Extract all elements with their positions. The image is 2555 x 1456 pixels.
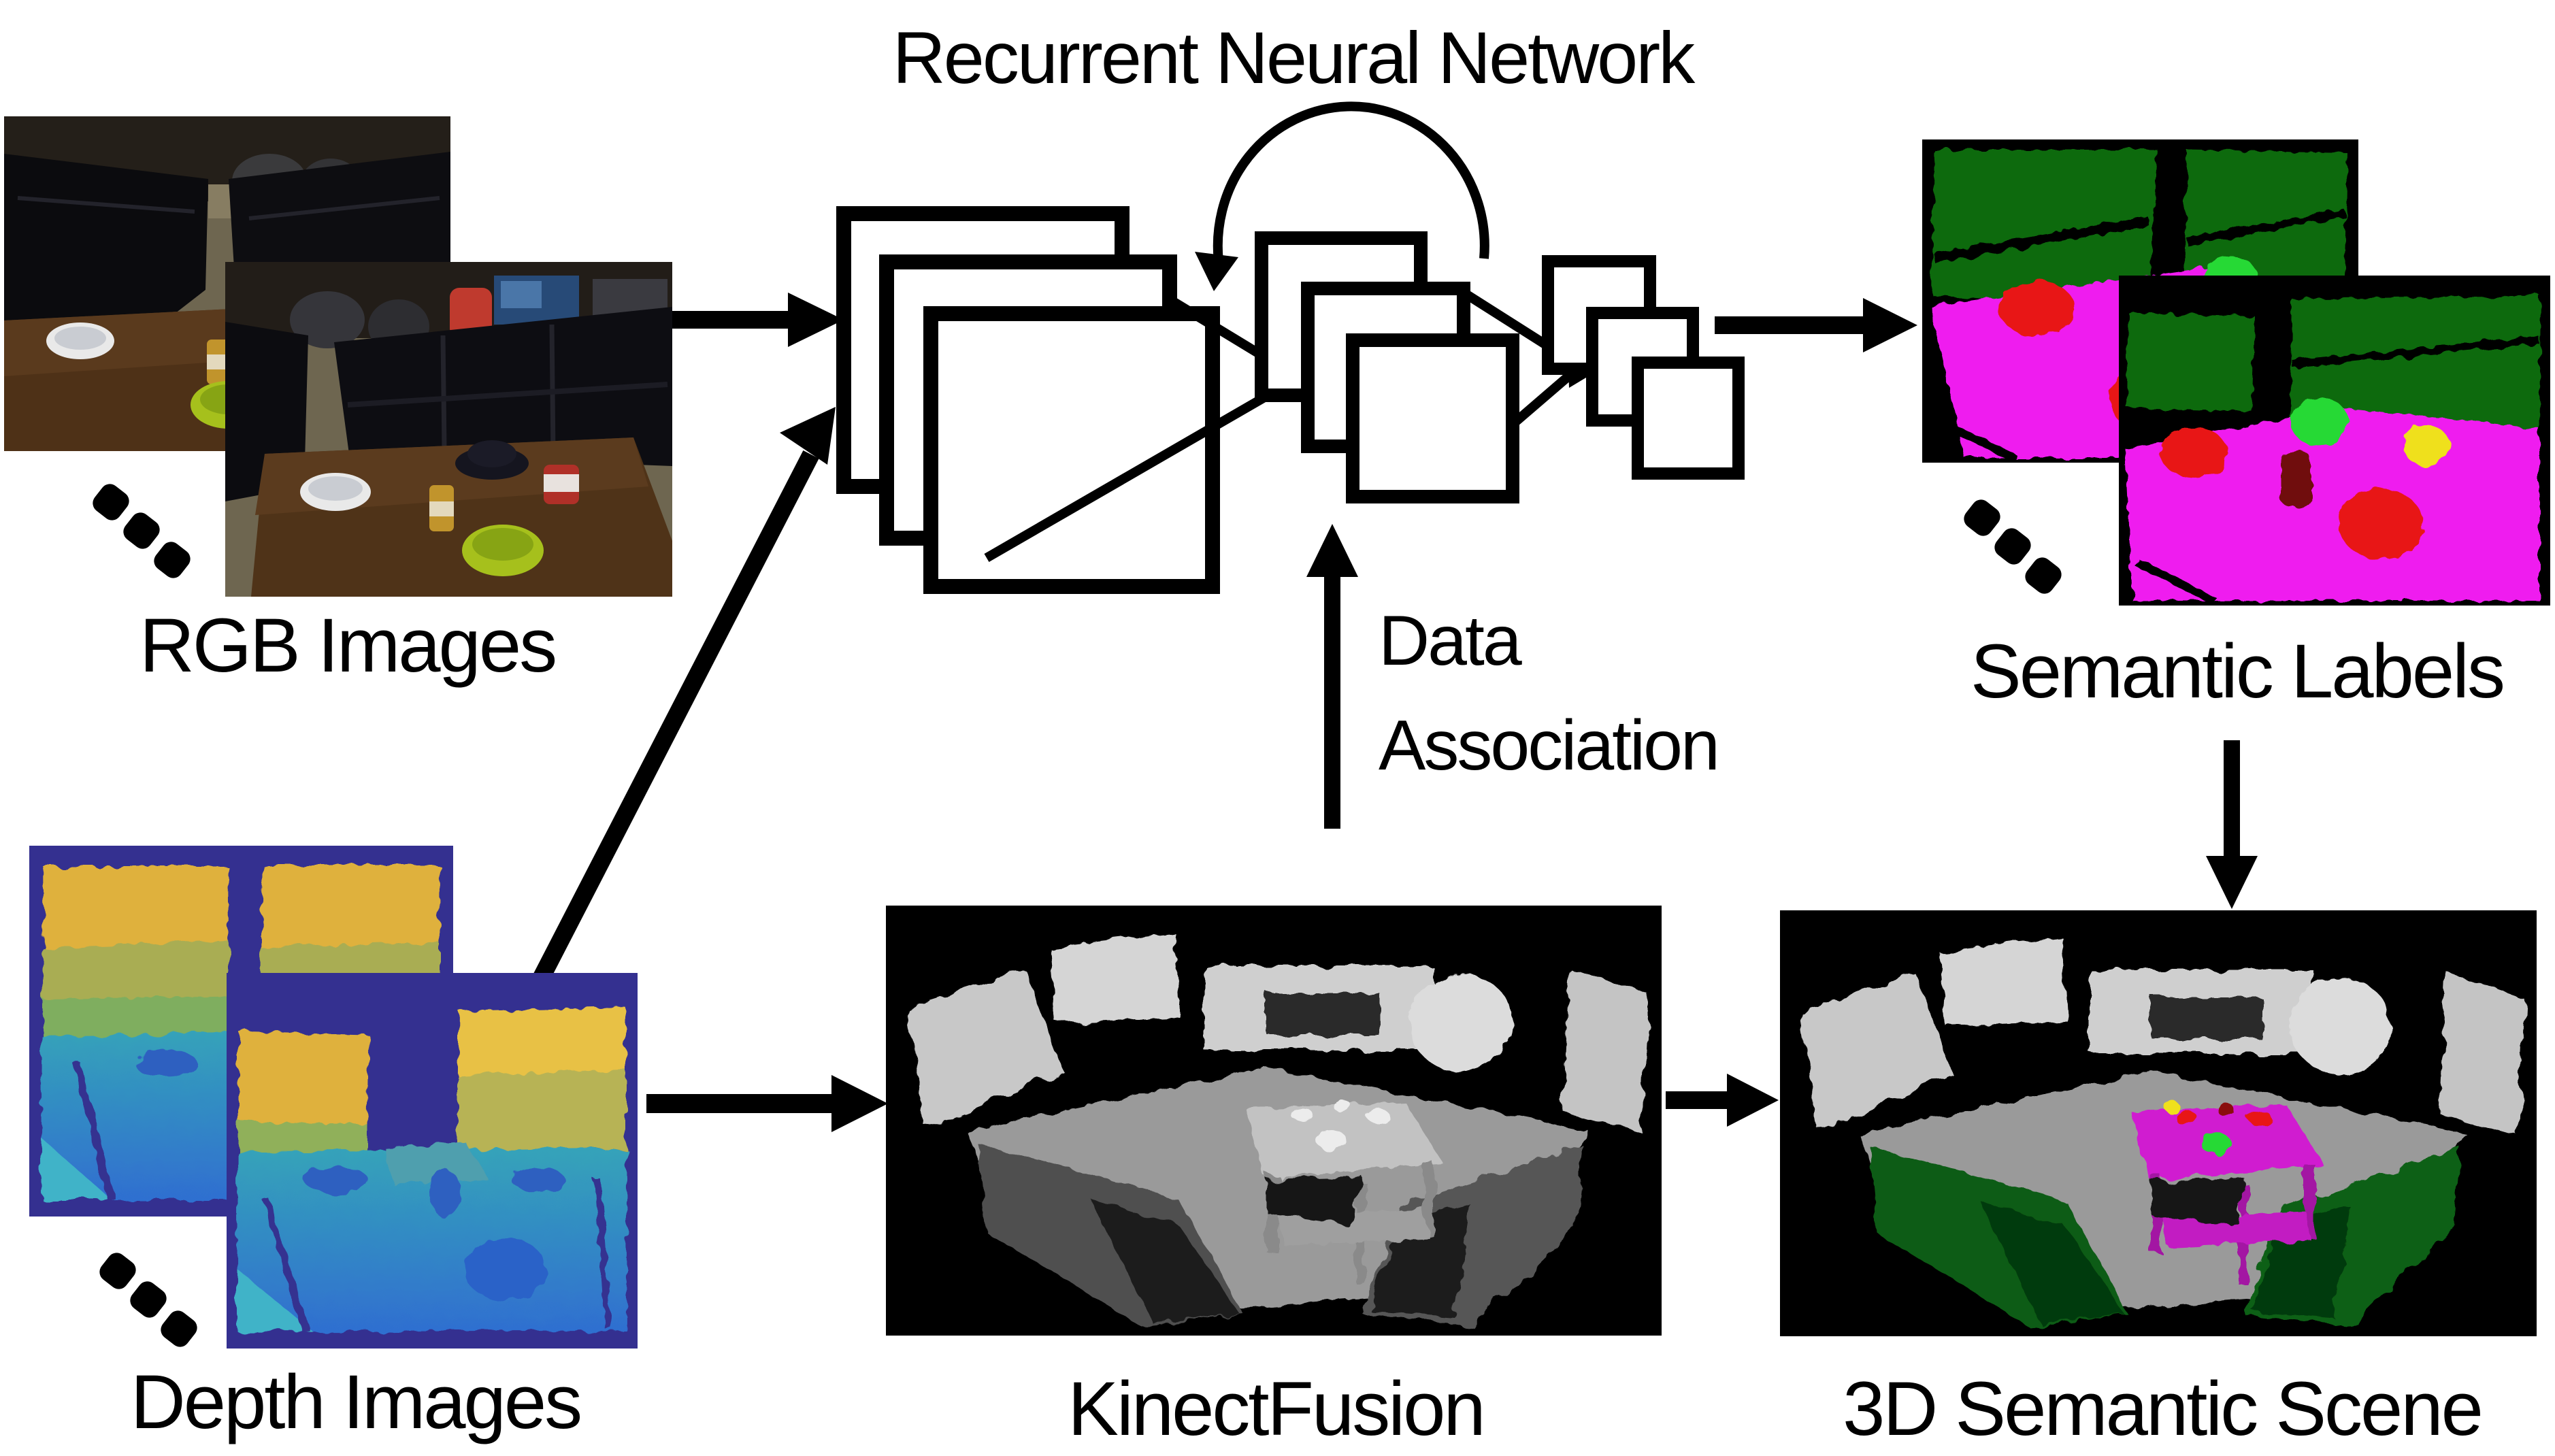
data-association-arrow <box>1306 524 1358 829</box>
recurrent-loop-arc <box>1195 101 1489 291</box>
semantic-to-3d-arrow <box>2206 740 2258 909</box>
rnn-input-stack <box>836 206 1220 594</box>
ellipsis-dot <box>150 537 195 582</box>
kf-to-3d-arrow <box>1666 1074 1779 1127</box>
depth-images-label: Depth Images <box>130 1359 582 1444</box>
ellipsis-dot <box>126 1277 171 1322</box>
data-association-label-line1: Data <box>1379 601 1522 680</box>
depth-to-kf-arrow <box>646 1075 888 1132</box>
rgb-images-label: RGB Images <box>139 603 557 688</box>
data-association-label-line2: Association <box>1379 706 1720 785</box>
ellipsis-dot <box>95 1248 140 1293</box>
rnn-hidden-stack <box>1255 231 1519 503</box>
rnn-to-semantic-arrow <box>1715 298 1917 352</box>
rgb-ellipsis-dots <box>88 480 195 582</box>
rgb-image-front <box>225 262 672 597</box>
ellipsis-dot <box>156 1306 201 1351</box>
ellipsis-dot <box>1990 524 2035 569</box>
semantic-ellipsis-dots <box>1960 495 2066 598</box>
depth-to-rnn-arrow <box>533 407 836 982</box>
ellipsis-dot <box>2021 553 2066 598</box>
semantic-scene-3d-image <box>1780 910 2537 1336</box>
rgb-to-rnn-arrow <box>672 293 844 347</box>
kinectfusion-image <box>886 906 1662 1336</box>
ellipsis-dot <box>119 508 164 553</box>
depth-ellipsis-dots <box>95 1248 201 1351</box>
depth-image-front <box>227 973 638 1349</box>
kinectfusion-label: KinectFusion <box>1068 1366 1485 1451</box>
semantic-labels-label: Semantic Labels <box>1970 629 2505 714</box>
rnn-output-stack <box>1542 255 1745 480</box>
semantic-scene-3d-label: 3D Semantic Scene <box>1843 1366 2484 1451</box>
semantic-label-image-front <box>2119 276 2550 606</box>
ellipsis-dot <box>88 480 133 525</box>
rnn-title: Recurrent Neural Network <box>892 16 1695 99</box>
ellipsis-dot <box>1960 495 2005 540</box>
rnn-network-diagram <box>836 101 1745 594</box>
